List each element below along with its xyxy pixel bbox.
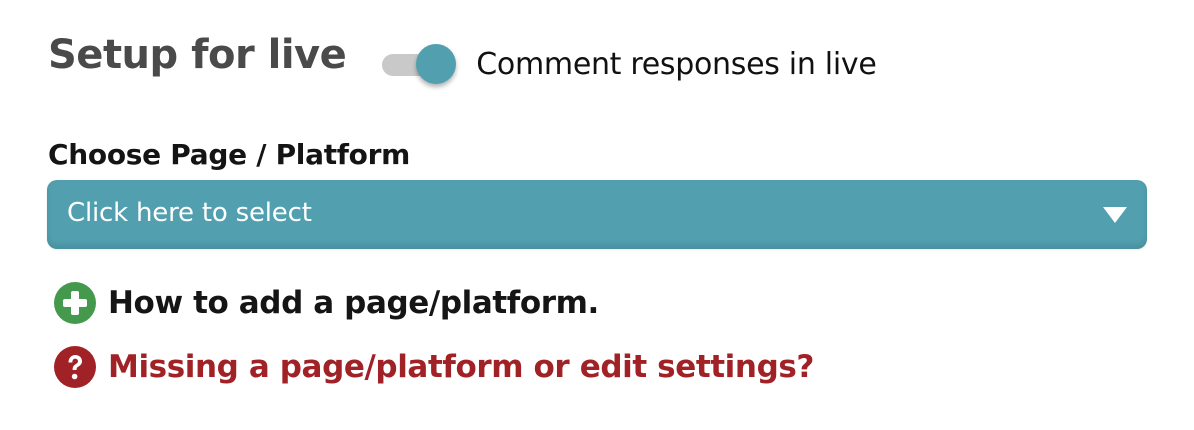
toggle-knob[interactable] (416, 44, 457, 84)
comment-responses-toggle-control[interactable]: Comment responses in live (382, 44, 877, 84)
select-placeholder: Click here to select (67, 198, 312, 228)
missing-page-platform-link[interactable]: Missing a page/platform or edit settings… (54, 346, 814, 388)
plus-circle-icon (54, 282, 96, 324)
add-page-platform-text: How to add a page/platform. (108, 285, 599, 321)
comment-responses-toggle[interactable] (382, 44, 458, 84)
toggle-label: Comment responses in live (476, 46, 877, 82)
caret-down-icon (1103, 207, 1127, 223)
page-select-label: Choose Page / Platform (48, 138, 410, 171)
page-title: Setup for live (48, 32, 347, 78)
question-circle-icon (54, 346, 96, 388)
add-page-platform-link[interactable]: How to add a page/platform. (54, 282, 599, 324)
page-platform-select[interactable]: Click here to select (47, 180, 1147, 249)
missing-page-platform-text: Missing a page/platform or edit settings… (108, 349, 815, 385)
header: Setup for live Comment responses in live (48, 30, 877, 100)
